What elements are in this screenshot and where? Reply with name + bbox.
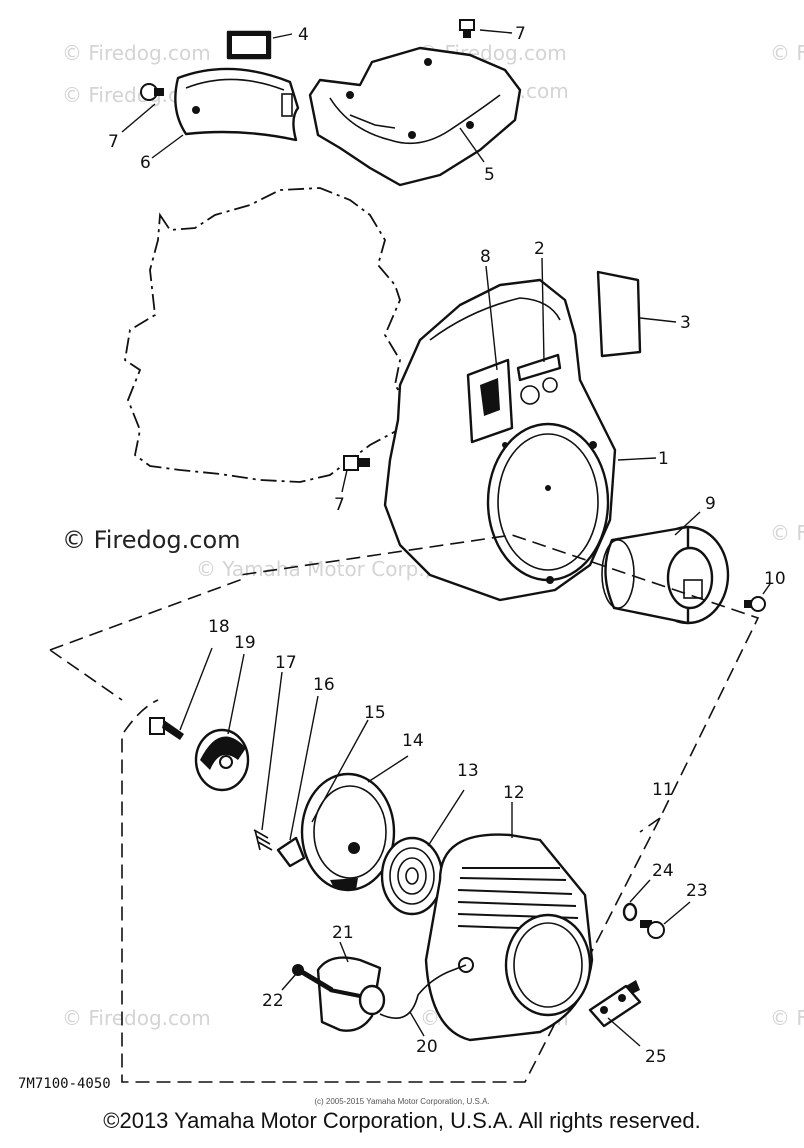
callout-7: 7	[515, 24, 526, 44]
bolt-icon	[149, 717, 184, 740]
callout-7: 7	[334, 495, 345, 515]
watermark: © Firedog.com	[770, 41, 804, 65]
part-12-starter-case	[424, 833, 594, 1042]
assembly-outline	[49, 534, 760, 1083]
part-5-shroud	[308, 46, 522, 187]
callout-labels: 1 2 3 4 5 6 7 7 7 8 9 10 11 12 13 14 15 …	[108, 24, 786, 1067]
part-14-reel	[300, 772, 396, 892]
callout-10: 10	[764, 569, 786, 589]
part-20-rope	[379, 964, 467, 1019]
part-3-label-card	[596, 270, 642, 358]
part-24-washer	[622, 902, 638, 922]
screw-icon	[744, 596, 766, 612]
watermark-dark: © Firedog.com	[62, 526, 241, 554]
callout-18: 18	[208, 617, 230, 637]
part-21-handle	[316, 956, 386, 1032]
callout-4: 4	[298, 25, 309, 45]
callout-17: 17	[275, 653, 297, 673]
callout-19: 19	[234, 633, 256, 653]
part-1-fan-housing	[383, 278, 617, 602]
engine-outline	[124, 187, 406, 483]
callout-6: 6	[140, 153, 151, 173]
watermark: © Firedog.com	[62, 41, 211, 65]
part-22-pin	[292, 964, 334, 993]
callout-2: 2	[534, 239, 545, 259]
leader-lines	[121, 29, 771, 1047]
callout-15: 15	[364, 703, 386, 723]
bolt-icon	[640, 920, 665, 939]
part-19-ratchet	[194, 728, 250, 792]
callout-21: 21	[332, 923, 354, 943]
small-copyright-notice: (c) 2005-2015 Yamaha Motor Corporation, …	[314, 1097, 490, 1106]
callout-3: 3	[680, 313, 691, 333]
callout-7: 7	[108, 132, 119, 152]
bolt-icon	[459, 19, 475, 38]
callout-25: 25	[645, 1047, 667, 1067]
callout-12: 12	[503, 783, 525, 803]
callout-8: 8	[480, 247, 491, 267]
callout-11: 11	[652, 780, 674, 800]
callout-22: 22	[262, 991, 284, 1011]
callout-24: 24	[652, 861, 674, 881]
callout-13: 13	[457, 761, 479, 781]
callout-1: 1	[658, 449, 669, 469]
part-25-plate	[588, 980, 642, 1028]
part-16-pawl	[276, 836, 306, 868]
diagram-code: 7M7100-4050	[18, 1076, 111, 1092]
callout-14: 14	[402, 731, 424, 751]
watermark: © Firedog.com	[62, 1006, 211, 1030]
part-6-cover	[174, 67, 300, 142]
bolt-icon	[140, 83, 164, 101]
callout-5: 5	[484, 165, 495, 185]
callout-20: 20	[416, 1037, 438, 1057]
watermark: © Firedog.com	[770, 1006, 804, 1030]
part-13-spiral-spring	[380, 836, 444, 916]
part-4-decal	[226, 30, 272, 60]
callout-9: 9	[705, 494, 716, 514]
callout-23: 23	[686, 881, 708, 901]
bolt-icon	[343, 455, 370, 471]
copyright-notice: ©2013 Yamaha Motor Corporation, U.S.A. A…	[103, 1108, 701, 1133]
part-9-cup	[601, 525, 730, 625]
watermark: © Firedog.com	[770, 521, 804, 545]
callout-16: 16	[313, 675, 335, 695]
part-17-spring	[253, 829, 273, 851]
part-2-label	[516, 353, 562, 382]
